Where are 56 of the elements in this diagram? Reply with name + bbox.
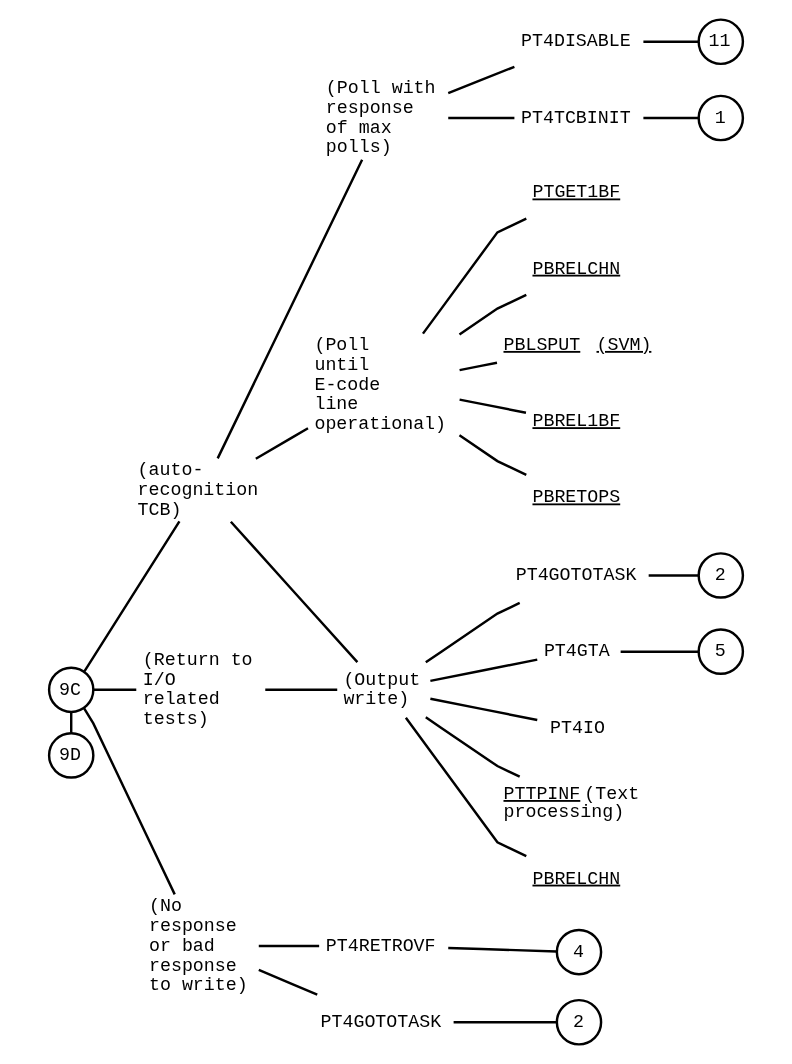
connector xyxy=(93,688,137,692)
node-text: PBREL1BF xyxy=(532,411,621,432)
connector xyxy=(620,650,699,653)
connector xyxy=(448,946,557,953)
connector xyxy=(255,427,309,460)
node-text: PBRELCHN xyxy=(532,868,621,889)
node-text: PBRELCHN xyxy=(532,258,621,279)
connector xyxy=(216,159,364,459)
node-text: PTGET1BF xyxy=(532,182,621,203)
node-circle: 9D xyxy=(47,732,95,779)
connector xyxy=(258,944,320,948)
node-text: (Poll until E-code line operational) xyxy=(314,334,447,435)
node-text: PTTPINF (Text processing) xyxy=(503,784,640,823)
connector xyxy=(643,40,699,43)
connector xyxy=(448,116,515,120)
connector xyxy=(643,116,699,120)
node-circle: 9C xyxy=(47,666,95,714)
node-text: PT4GOTOTASK xyxy=(515,565,637,586)
connector xyxy=(447,65,515,95)
node-text: PT4GOTOTASK xyxy=(320,1011,442,1032)
node-circle: 11 xyxy=(697,18,745,66)
node-text: PBLSPUT (SVM) xyxy=(503,334,652,355)
connector xyxy=(258,968,318,996)
node-text: PT4IO xyxy=(550,717,605,738)
connector xyxy=(425,601,521,664)
connector xyxy=(82,707,176,895)
connector xyxy=(453,1021,557,1024)
connector xyxy=(265,688,338,692)
node-text: (Return to I/O related tests) xyxy=(142,649,253,730)
connector xyxy=(459,398,527,414)
connector xyxy=(430,697,538,722)
connector xyxy=(458,434,527,476)
node-circle: 2 xyxy=(697,552,745,599)
connector xyxy=(404,717,527,858)
connector xyxy=(458,293,527,336)
connector xyxy=(459,361,498,372)
connector xyxy=(421,217,527,335)
connector xyxy=(648,574,699,577)
node-text: PBRETOPS xyxy=(532,487,621,508)
node-text: PT4TCBINIT xyxy=(521,107,631,128)
node-circle: 4 xyxy=(555,928,603,976)
connector xyxy=(425,716,521,778)
node-text: (auto-recognition TCB) xyxy=(137,459,259,520)
node-text: (No response or bad response to write) xyxy=(148,896,248,996)
node-circle: 2 xyxy=(555,998,603,1046)
connector xyxy=(229,520,359,663)
node-text: (Poll with response of max polls) xyxy=(325,78,436,158)
node-text: PT4GTA xyxy=(543,641,610,662)
node-circle: 5 xyxy=(697,628,745,676)
connector xyxy=(430,658,538,683)
node-text: PT4DISABLE xyxy=(521,31,631,52)
node-circle: 1 xyxy=(697,94,745,142)
node-text: PT4RETROVF xyxy=(325,935,436,956)
node-text: (Output write) xyxy=(343,669,421,710)
connector xyxy=(70,712,73,733)
connector xyxy=(83,520,181,673)
